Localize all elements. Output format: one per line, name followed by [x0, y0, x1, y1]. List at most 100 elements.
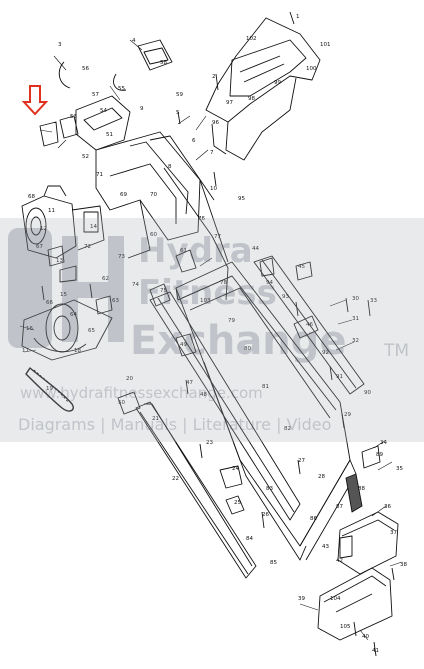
callout-36: 36 [384, 504, 391, 510]
callout-67: 67 [36, 244, 43, 250]
drive-base-plate [21, 299, 113, 361]
callout-48: 48 [200, 392, 207, 398]
callout-105: 105 [340, 624, 351, 630]
callout-24: 24 [232, 466, 239, 472]
watermark: Hydra Fitness Exchange TM www.hydrafitne… [8, 228, 409, 434]
left-side-rail [149, 291, 301, 521]
callout-39: 39 [298, 596, 305, 602]
callout-80: 80 [244, 346, 251, 352]
callout-85: 85 [270, 560, 277, 566]
callout-101: 101 [320, 42, 331, 48]
callout-3: 3 [58, 42, 62, 48]
callout-99: 99 [274, 80, 281, 86]
callout-31: 31 [352, 316, 359, 322]
callout-51: 51 [106, 132, 113, 138]
callout-75: 75 [160, 288, 167, 294]
callout-65: 65 [88, 328, 95, 334]
side-trim-rail [135, 401, 257, 579]
callout-70: 70 [150, 192, 157, 198]
callout-88: 88 [358, 486, 365, 492]
callout-83: 83 [266, 486, 273, 492]
watermark-tagline: Diagrams | Manuals | Literature | Video [18, 415, 331, 434]
callout-56: 56 [82, 66, 89, 72]
watermark-band [0, 218, 424, 442]
callout-61: 61 [180, 248, 187, 254]
callout-15: 15 [60, 292, 67, 298]
callout-44: 44 [252, 246, 259, 252]
callout-26: 26 [262, 512, 269, 518]
callout-6: 6 [192, 138, 196, 144]
callout-4: 4 [132, 38, 136, 44]
callout-17: 17 [22, 348, 29, 354]
callout-49: 49 [180, 342, 187, 348]
callout-30: 30 [352, 296, 359, 302]
callout-92: 92 [322, 350, 329, 356]
callout-89: 89 [376, 452, 383, 458]
callout-43: 43 [322, 544, 329, 550]
callout-50: 50 [118, 400, 125, 406]
callout-77: 77 [214, 234, 221, 240]
watermark-url: www.hydrafitnessexchange.com [20, 384, 263, 402]
callout-76: 76 [198, 216, 205, 222]
callout-20: 20 [126, 376, 133, 382]
callout-59: 59 [176, 92, 183, 98]
callout-100: 100 [306, 66, 317, 72]
callout-64: 64 [70, 312, 77, 318]
hardware-small-parts [47, 245, 381, 559]
callout-90: 90 [364, 390, 371, 396]
callout-18: 18 [74, 348, 81, 354]
callout-41: 41 [372, 648, 379, 654]
callout-21: 21 [152, 416, 159, 422]
callout-32: 32 [352, 338, 359, 344]
callout-63: 63 [112, 298, 119, 304]
callout-8: 8 [168, 164, 172, 170]
callout-73: 73 [118, 254, 125, 260]
callout-14: 14 [90, 224, 97, 230]
rear-end-cap [345, 473, 363, 513]
right-side-rail [253, 255, 365, 395]
leader-lines [19, 39, 403, 641]
callout-84: 84 [246, 536, 253, 542]
callout-82: 82 [284, 426, 291, 432]
callout-74: 74 [132, 282, 139, 288]
callout-71: 71 [96, 172, 103, 178]
callout-1: 1 [296, 14, 300, 20]
bolts [41, 11, 395, 657]
upper-bracket-assembly [39, 39, 173, 151]
callout-66: 66 [46, 300, 53, 306]
callout-46: 46 [306, 322, 313, 328]
watermark-line2: Fitness [138, 273, 277, 313]
callout-97: 97 [226, 100, 233, 106]
callout-11: 11 [48, 208, 55, 214]
callout-96: 96 [212, 120, 219, 126]
callout-35: 35 [396, 466, 403, 472]
treadmill-deck [175, 261, 357, 561]
callout-53: 53 [70, 114, 77, 120]
callout-98: 98 [248, 96, 255, 102]
watermark-logo-mark [62, 236, 124, 342]
callout-13: 13 [56, 258, 63, 264]
motor-assembly [21, 185, 105, 259]
callout-2: 2 [212, 74, 216, 80]
callout-104: 104 [330, 596, 341, 602]
callout-9: 9 [140, 106, 144, 112]
callout-33: 33 [370, 298, 377, 304]
callout-45: 45 [298, 264, 305, 270]
callout-19: 19 [46, 386, 53, 392]
callout-10: 10 [210, 186, 217, 192]
callout-23: 23 [206, 440, 213, 446]
callout-91: 91 [336, 374, 343, 380]
callout-81: 81 [262, 384, 269, 390]
callout-62: 62 [102, 276, 109, 282]
callout-102: 102 [246, 36, 257, 42]
callout-57: 57 [92, 92, 99, 98]
callout-29: 29 [344, 412, 351, 418]
callout-72: 72 [84, 244, 91, 250]
callout-86: 86 [310, 516, 317, 522]
callout-60: 60 [150, 232, 157, 238]
callout-103: 103 [200, 298, 211, 304]
callout-7: 7 [210, 150, 214, 156]
